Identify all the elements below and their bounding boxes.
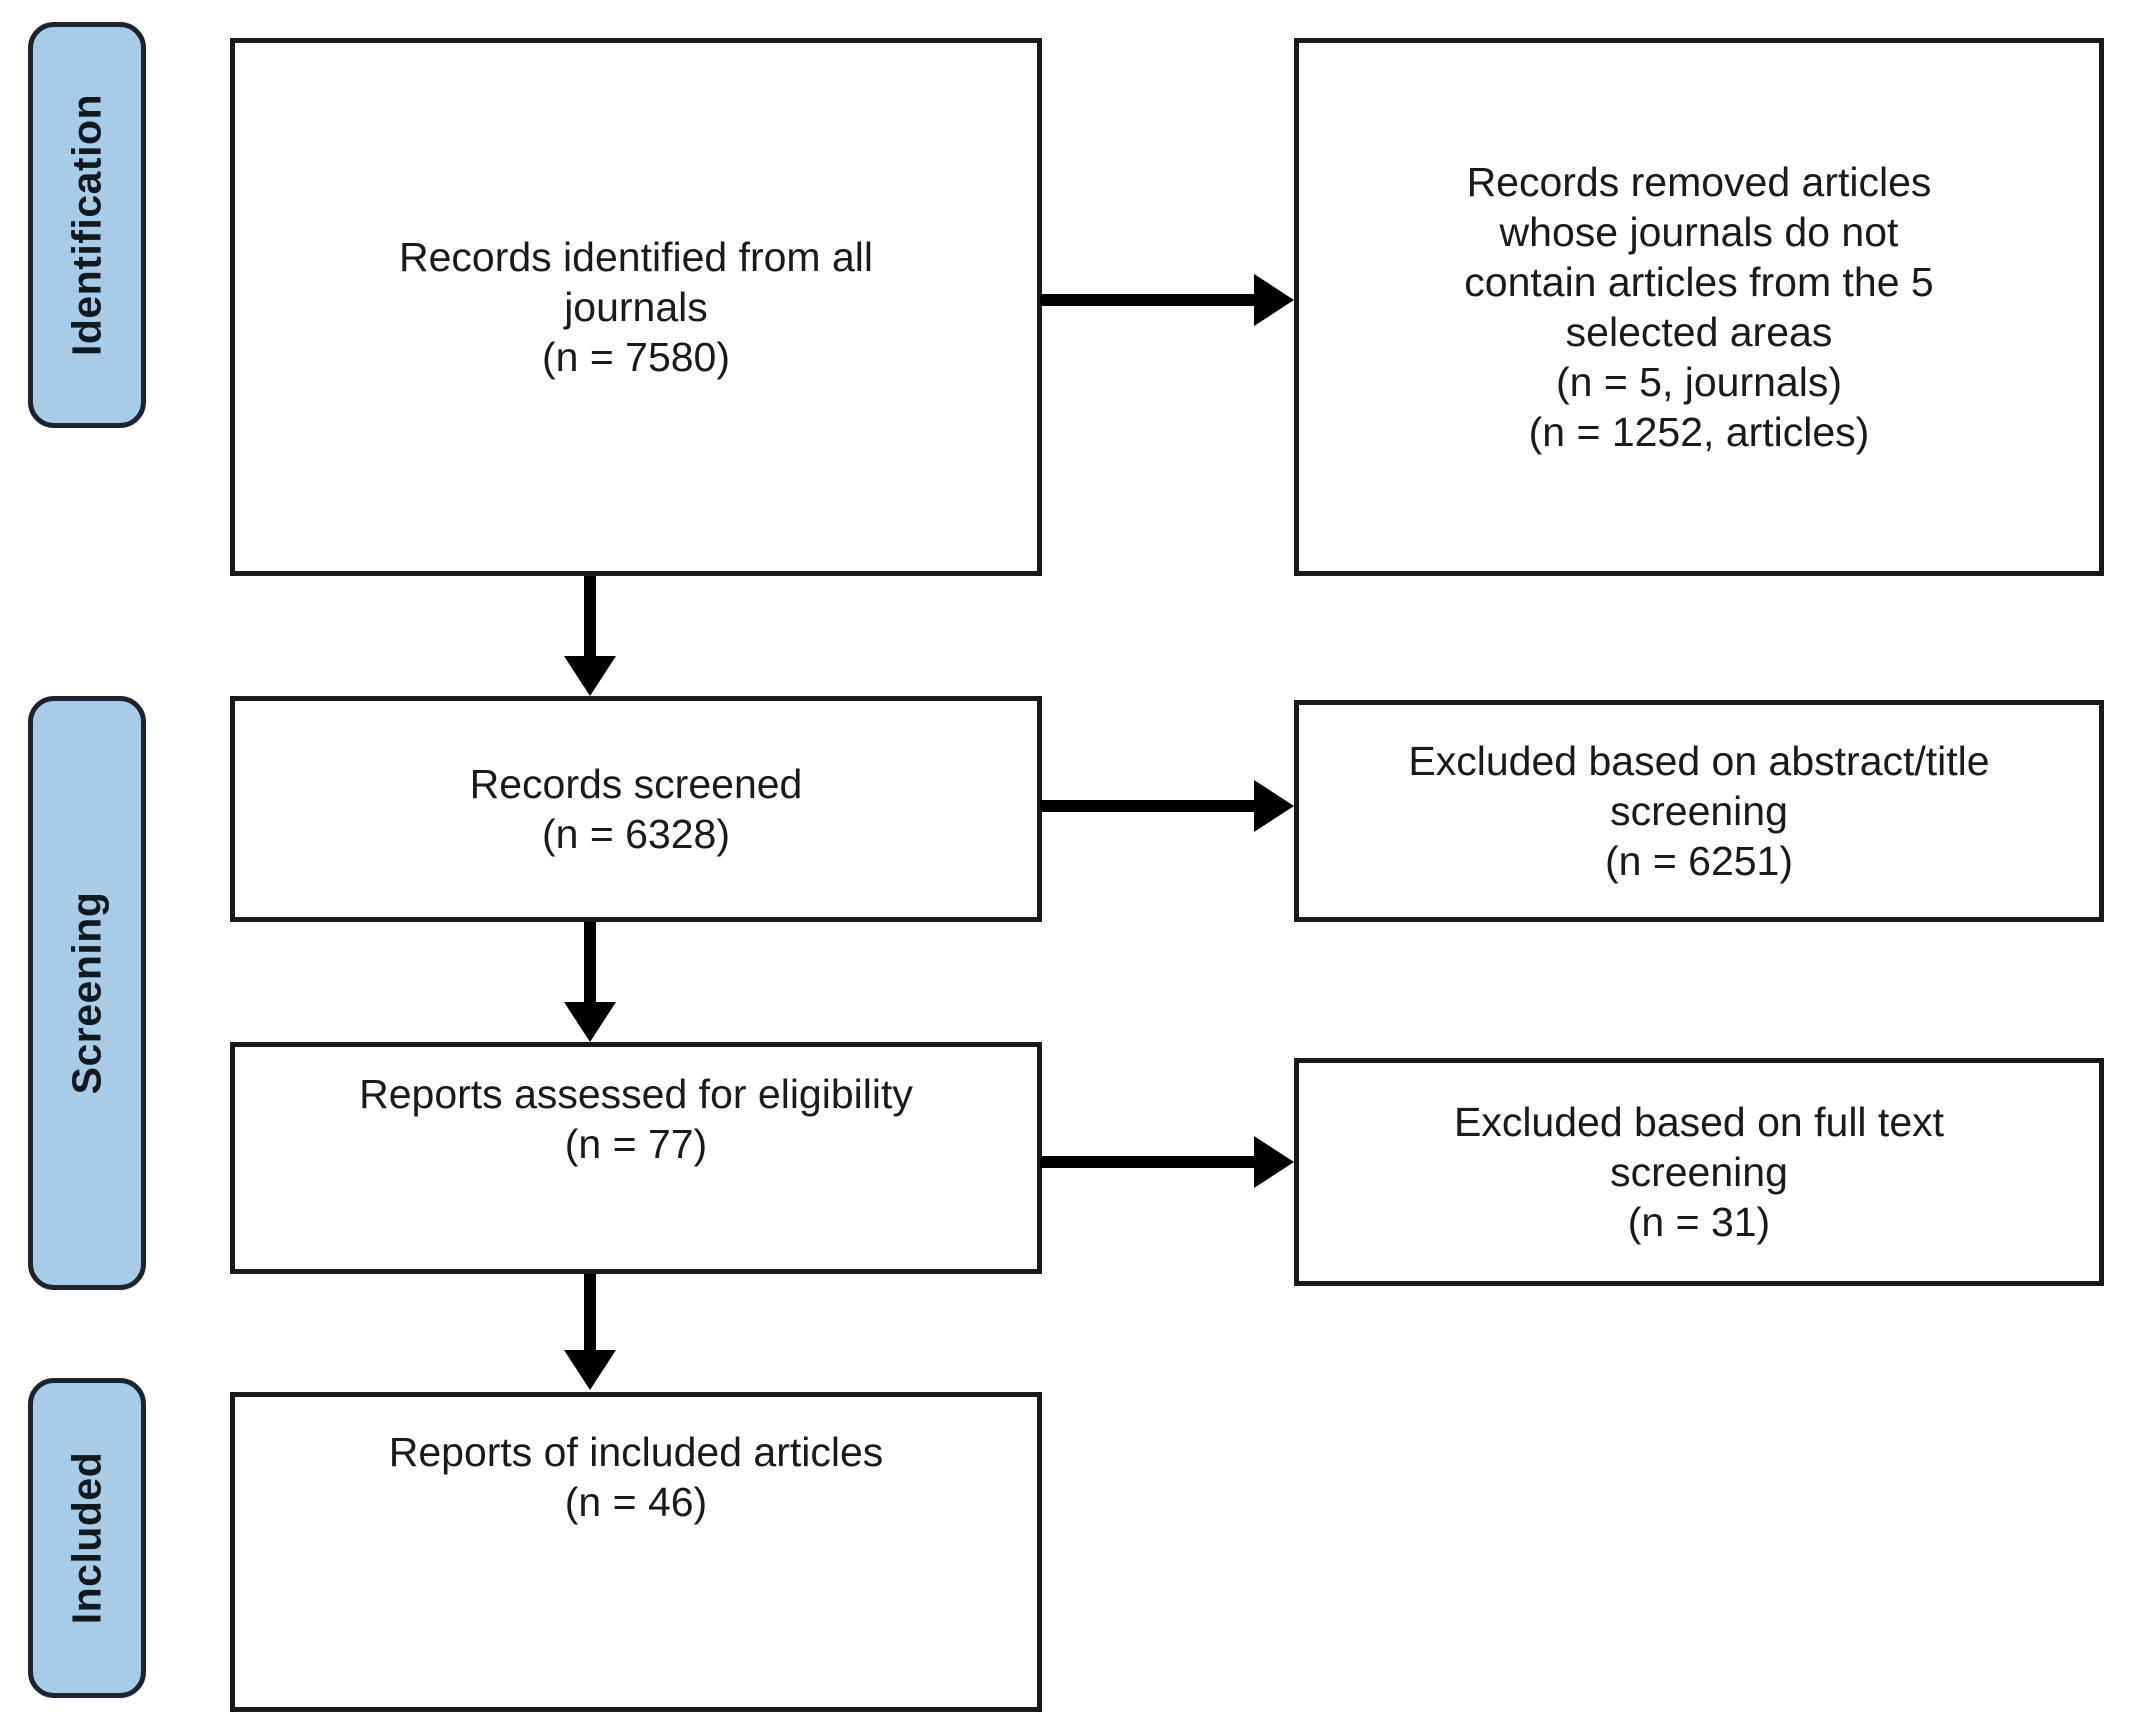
arrow-eligibility-to-included-line [584, 1274, 596, 1358]
box-records-screened-text: Records screened (n = 6328) [469, 760, 803, 857]
arrow-eligibility-to-excluded-fulltext-line [1040, 1156, 1256, 1168]
stage-label-identification: Identification [63, 93, 110, 357]
box-reports-eligibility-text: Reports assessed for eligibility (n = 77… [359, 1071, 913, 1168]
box-excluded-fulltext-text: Excluded based on full text screening (n… [1453, 1098, 1945, 1245]
stage-bar-screening: Screening [28, 696, 146, 1290]
arrow-identified-to-removed-line [1040, 294, 1256, 306]
arrow-identified-to-removed-head [1254, 274, 1294, 326]
arrow-eligibility-to-excluded-fulltext-head [1254, 1136, 1294, 1188]
arrow-screened-to-excluded-abstract-line [1040, 800, 1256, 812]
box-reports-eligibility: Reports assessed for eligibility (n = 77… [230, 1042, 1042, 1274]
arrow-identified-to-screened-head [564, 656, 616, 696]
box-records-screened: Records screened (n = 6328) [230, 696, 1042, 922]
box-records-removed-text: Records removed articles whose journals … [1464, 158, 1934, 456]
box-reports-included-text: Reports of included articles (n = 46) [388, 1429, 884, 1526]
box-records-removed: Records removed articles whose journals … [1294, 38, 2104, 576]
stage-label-included: Included [63, 1451, 110, 1625]
arrow-screened-to-eligibility-line [584, 922, 596, 1010]
box-records-identified: Records identified from all journals (n … [230, 38, 1042, 576]
stage-bar-identification: Identification [28, 22, 146, 428]
arrow-screened-to-excluded-abstract-head [1254, 780, 1294, 832]
box-excluded-abstract: Excluded based on abstract/title screeni… [1294, 700, 2104, 922]
arrow-screened-to-eligibility-head [564, 1002, 616, 1042]
stage-label-screening: Screening [63, 891, 110, 1095]
stage-bar-included: Included [28, 1378, 146, 1698]
box-reports-included: Reports of included articles (n = 46) [230, 1392, 1042, 1712]
box-excluded-abstract-text: Excluded based on abstract/title screeni… [1408, 737, 1990, 884]
arrow-eligibility-to-included-head [564, 1350, 616, 1390]
box-excluded-fulltext: Excluded based on full text screening (n… [1294, 1058, 2104, 1286]
arrow-identified-to-screened-line [584, 576, 596, 664]
box-records-identified-text: Records identified from all journals (n … [399, 233, 873, 380]
